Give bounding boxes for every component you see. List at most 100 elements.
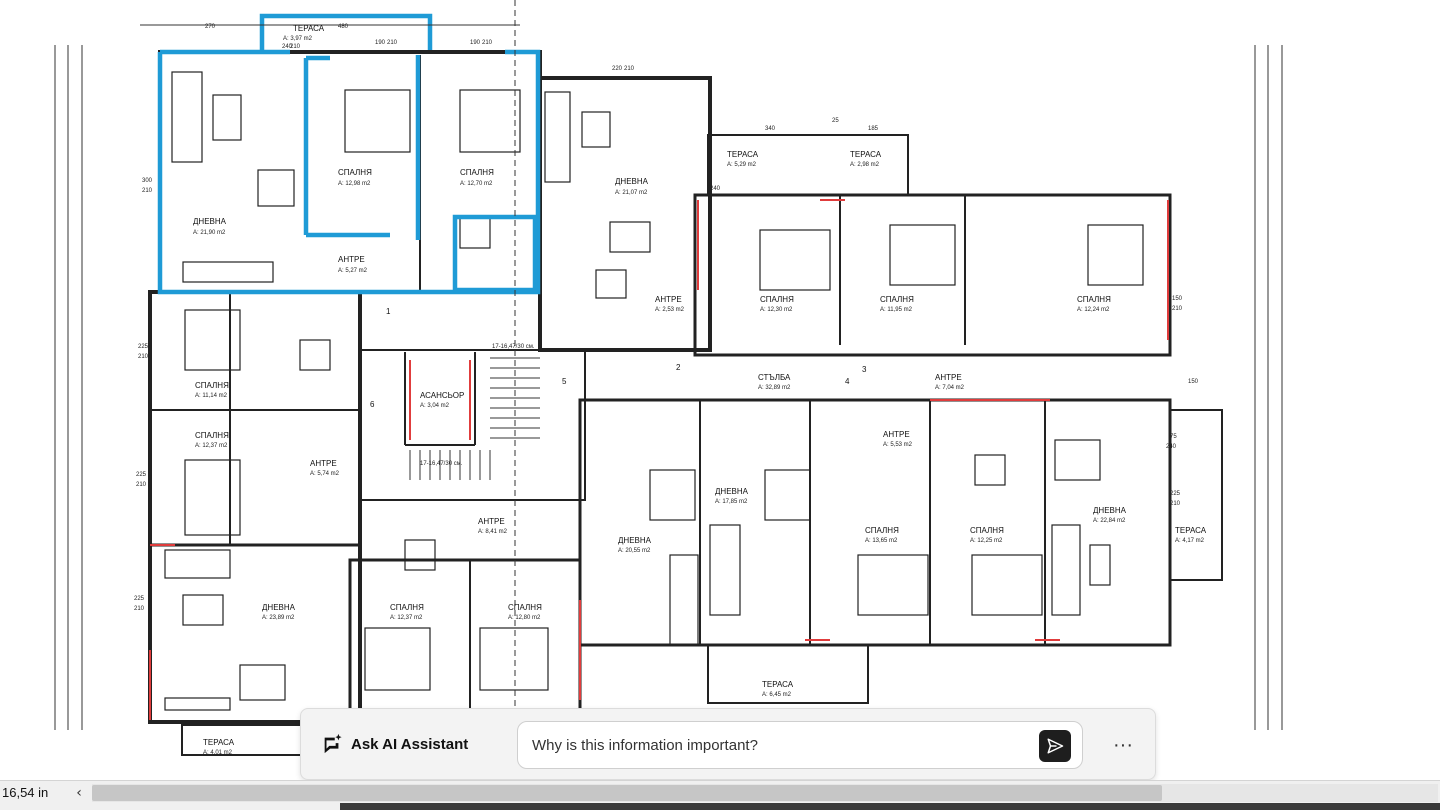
horizontal-scrollbar-thumb[interactable] <box>92 785 1162 801</box>
svg-text:ДНЕВНА: ДНЕВНА <box>193 217 227 226</box>
dimension-labels: 270 480 240 210 190 210 190 210 220 210 … <box>134 24 1199 612</box>
send-button[interactable] <box>1039 730 1071 762</box>
svg-text:АНТРЕ: АНТРЕ <box>310 459 337 468</box>
svg-text:210: 210 <box>138 354 149 360</box>
svg-text:ТЕРАСА: ТЕРАСА <box>762 680 794 689</box>
room-label: СПАЛНЯ A: 12,37 m2 <box>390 603 424 621</box>
svg-text:A: 17,85 m2: A: 17,85 m2 <box>715 499 748 505</box>
svg-text:A: 5,29 m2: A: 5,29 m2 <box>727 162 757 168</box>
svg-text:220: 220 <box>612 66 623 72</box>
svg-text:150: 150 <box>1172 296 1183 302</box>
svg-text:A: 12,70 m2: A: 12,70 m2 <box>460 181 493 187</box>
room-label: ДНЕВНА A: 17,85 m2 <box>715 487 749 505</box>
svg-text:225: 225 <box>1170 491 1181 497</box>
svg-text:225: 225 <box>134 596 145 602</box>
svg-text:ДНЕВНА: ДНЕВНА <box>715 487 749 496</box>
svg-text:190: 190 <box>375 40 386 46</box>
svg-text:A: 21,90 m2: A: 21,90 m2 <box>193 230 226 236</box>
svg-text:A: 32,89 m2: A: 32,89 m2 <box>758 385 791 391</box>
svg-text:СПАЛНЯ: СПАЛНЯ <box>1077 295 1111 304</box>
svg-text:АНТРЕ: АНТРЕ <box>478 517 505 526</box>
svg-text:185: 185 <box>868 126 879 132</box>
svg-text:75: 75 <box>1170 434 1177 440</box>
svg-text:ДНЕВНА: ДНЕВНА <box>615 177 649 186</box>
svg-text:240: 240 <box>1166 444 1177 450</box>
svg-text:A: 22,84 m2: A: 22,84 m2 <box>1093 518 1126 524</box>
svg-text:A: 23,89 m2: A: 23,89 m2 <box>262 615 295 621</box>
ai-sparkle-icon <box>324 733 342 754</box>
svg-text:A: 12,37 m2: A: 12,37 m2 <box>195 443 228 449</box>
unit-number: 6 <box>370 400 375 409</box>
svg-text:СПАЛНЯ: СПАЛНЯ <box>195 431 229 440</box>
svg-text:СПАЛНЯ: СПАЛНЯ <box>508 603 542 612</box>
svg-text:A: 8,41 m2: A: 8,41 m2 <box>478 529 508 535</box>
unit-number: 1 <box>386 307 391 316</box>
dimension-chains <box>54 24 1283 730</box>
svg-text:ДНЕВНА: ДНЕВНА <box>1093 506 1127 515</box>
svg-text:25: 25 <box>832 118 839 124</box>
room-label: АНТРЕ A: 8,41 m2 <box>478 517 508 535</box>
room-label: АНТРЕ A: 5,74 m2 <box>310 459 340 477</box>
room-label: ДНЕВНА A: 21,07 m2 <box>615 177 649 196</box>
svg-text:150: 150 <box>1188 379 1199 385</box>
room-label: АНТРЕ A: 5,53 m2 <box>883 430 913 448</box>
svg-text:A: 6,45 m2: A: 6,45 m2 <box>762 692 792 698</box>
svg-text:СПАЛНЯ: СПАЛНЯ <box>865 526 899 535</box>
svg-text:210: 210 <box>134 606 145 612</box>
unit-number: 5 <box>562 377 567 386</box>
room-label: ДНЕВНА A: 22,84 m2 <box>1093 506 1127 524</box>
svg-text:ТЕРАСА: ТЕРАСА <box>203 738 235 747</box>
svg-text:СПАЛНЯ: СПАЛНЯ <box>195 381 229 390</box>
svg-text:A: 12,37 m2: A: 12,37 m2 <box>390 615 423 621</box>
svg-text:СПАЛНЯ: СПАЛНЯ <box>970 526 1004 535</box>
svg-text:A: 2,98 m2: A: 2,98 m2 <box>850 162 880 168</box>
selection-highlight <box>157 13 541 295</box>
svg-text:A: 5,74 m2: A: 5,74 m2 <box>310 471 340 477</box>
svg-text:A: 12,24 m2: A: 12,24 m2 <box>1077 307 1110 313</box>
svg-text:225: 225 <box>136 472 147 478</box>
svg-text:A: 4,01 m2: A: 4,01 m2 <box>203 750 233 756</box>
svg-text:АНТРЕ: АНТРЕ <box>883 430 910 439</box>
svg-text:480: 480 <box>338 24 349 30</box>
svg-text:A: 21,07 m2: A: 21,07 m2 <box>615 190 648 196</box>
svg-text:СПАЛНЯ: СПАЛНЯ <box>390 603 424 612</box>
svg-text:АНТРЕ: АНТРЕ <box>935 373 962 382</box>
room-label: ТЕРАСА A: 6,45 m2 <box>762 680 794 698</box>
svg-text:210: 210 <box>1170 501 1181 507</box>
svg-text:A: 12,25 m2: A: 12,25 m2 <box>970 538 1003 544</box>
svg-text:A: 4,17 m2: A: 4,17 m2 <box>1175 538 1205 544</box>
svg-text:A: 11,95 m2: A: 11,95 m2 <box>880 307 913 313</box>
taskbar-strip <box>340 803 1440 810</box>
svg-text:A: 7,04 m2: A: 7,04 m2 <box>935 385 965 391</box>
svg-text:A: 20,55 m2: A: 20,55 m2 <box>618 548 651 554</box>
svg-text:A: 13,65 m2: A: 13,65 m2 <box>865 538 898 544</box>
svg-text:A: 12,30 m2: A: 12,30 m2 <box>760 307 793 313</box>
room-label: СПАЛНЯ A: 13,65 m2 <box>865 526 899 544</box>
ask-assistant-input[interactable] <box>517 721 1083 769</box>
svg-text:A: 12,80 m2: A: 12,80 m2 <box>508 615 541 621</box>
more-options-button[interactable]: ··· <box>1107 731 1135 759</box>
svg-text:ТЕРАСА: ТЕРАСА <box>850 150 882 159</box>
svg-text:240: 240 <box>710 186 721 192</box>
svg-text:210: 210 <box>142 188 153 194</box>
furniture <box>164 71 1144 711</box>
svg-text:A: 5,27 m2: A: 5,27 m2 <box>338 268 368 274</box>
send-icon <box>1047 738 1064 754</box>
svg-text:A: 5,53 m2: A: 5,53 m2 <box>883 442 913 448</box>
room-label: ДНЕВНА A: 20,55 m2 <box>618 536 652 554</box>
annotations: 17-16,47/30 см. 17-16,47/30 см. 1 2 3 4 … <box>370 307 867 467</box>
scroll-left-button[interactable]: ‹ <box>70 784 88 802</box>
svg-text:210: 210 <box>290 44 301 50</box>
room-label: ТЕРАСА A: 4,01 m2 <box>203 738 235 756</box>
svg-text:ДНЕВНА: ДНЕВНА <box>618 536 652 545</box>
svg-text:A: 2,53 m2: A: 2,53 m2 <box>655 307 685 313</box>
room-label: ТЕРАСА A: 2,98 m2 <box>850 150 882 168</box>
